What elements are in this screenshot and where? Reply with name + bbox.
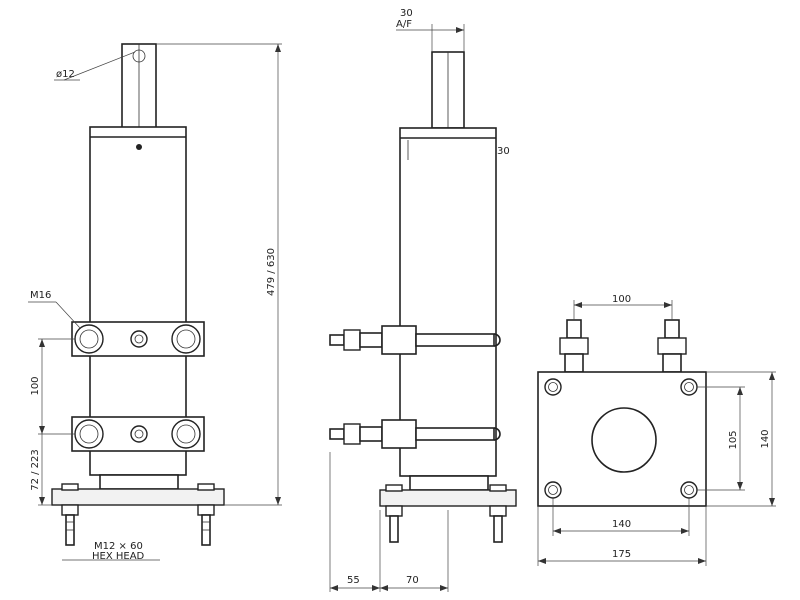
front-shaft-pin-hole <box>132 49 146 63</box>
front-base-plate <box>51 488 225 506</box>
side-mark-label: 30 <box>497 146 510 157</box>
offset-a-label: 55 <box>347 575 360 586</box>
upper-left-nut <box>74 324 104 354</box>
stud-spacing-label: 100 <box>612 294 631 305</box>
upper-pipe-fitting <box>329 325 501 355</box>
thread-label: M16 <box>30 290 51 301</box>
plan-view: 100 105 140 140 175 <box>537 294 776 566</box>
front-base-block <box>99 474 179 490</box>
left-stud <box>559 319 589 373</box>
plate-bolt-bottom-right <box>680 481 698 499</box>
side-base-plate <box>379 489 517 507</box>
lower-right-nut <box>171 419 201 449</box>
plate-width-label: 175 <box>612 549 631 560</box>
front-right-bolt <box>197 504 215 546</box>
across-flats-value: 30 <box>400 8 413 19</box>
side-base-block <box>409 475 489 491</box>
plate-hole-vertical-label: 105 <box>728 430 739 449</box>
offset-b-label: 70 <box>406 575 419 586</box>
base-height-label: 72 / 223 <box>30 449 41 491</box>
right-stud <box>657 319 687 373</box>
center-bore <box>591 407 657 473</box>
diameter-label: ø12 <box>56 69 75 80</box>
side-left-bolt <box>385 505 403 543</box>
side-cylinder <box>399 127 497 477</box>
bolt-head-label: HEX HEAD <box>92 551 145 562</box>
lower-pipe-fitting <box>329 419 501 449</box>
plate-bolt-bottom-left <box>544 481 562 499</box>
bolt-size-label: M12 × 60 <box>94 541 143 552</box>
bar-spacing-label: 100 <box>30 376 41 395</box>
front-port-dot <box>136 144 142 150</box>
plate-height-label: 140 <box>760 429 771 448</box>
height-dimension-label: 479 / 630 <box>266 248 277 296</box>
upper-right-nut <box>171 324 201 354</box>
front-view: 479 / 630 ø12 M16 100 72 / 223 M12 × 60 … <box>28 43 282 562</box>
plate-hole-horizontal-label: 140 <box>612 519 631 530</box>
front-left-bolt <box>61 504 79 546</box>
lower-left-nut <box>74 419 104 449</box>
side-right-bolt <box>489 505 507 543</box>
side-view: 30 <box>329 8 517 592</box>
plate-bolt-top-left <box>544 378 562 396</box>
upper-center-port <box>130 330 148 348</box>
across-flats-unit: A/F <box>396 19 412 30</box>
plate-bolt-top-right <box>680 378 698 396</box>
lower-center-port <box>130 425 148 443</box>
